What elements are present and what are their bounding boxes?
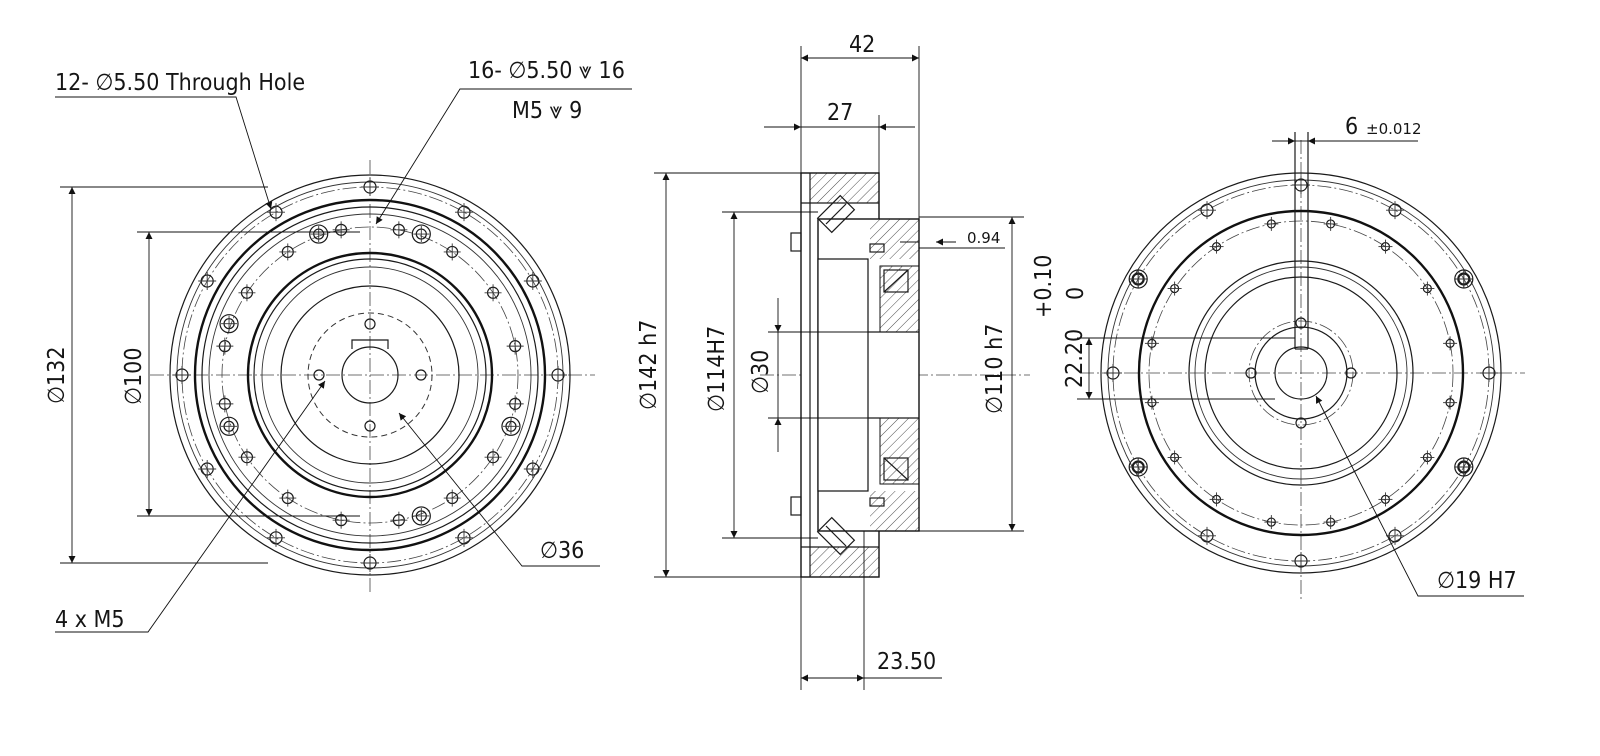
- m5-hole: [364, 318, 376, 330]
- bolt-head: [411, 224, 431, 244]
- key-depth-label: 22.20: [1062, 329, 1088, 388]
- front-bore: [341, 346, 399, 404]
- bolt-circle-inner: [221, 226, 519, 524]
- bolt-head: [219, 314, 239, 334]
- front-view: [55, 88, 632, 633]
- key-width-label: 6: [1345, 114, 1358, 140]
- counterbore-label: 16- ∅5.50 ⩔ 16: [468, 58, 625, 84]
- m5-hole: [313, 369, 325, 381]
- bolt-head: [501, 416, 521, 436]
- width-23-50-label: 23.50: [877, 649, 936, 675]
- m5-hole: [415, 369, 427, 381]
- bolt-head: [411, 506, 431, 526]
- bolt-head: [1454, 457, 1474, 477]
- dia-132-label: ∅132: [44, 346, 70, 404]
- section-view: [654, 46, 1030, 690]
- m5-hole: [364, 420, 376, 432]
- dia-30-label: ∅30: [748, 350, 774, 394]
- tolerance-lower-label: 0: [1063, 287, 1089, 300]
- outer-flange-edge: [169, 174, 571, 576]
- width-27-label: 27: [827, 100, 853, 126]
- bolt-head: [1128, 269, 1148, 289]
- bolt-head: [309, 224, 329, 244]
- through-hole-label: 12- ∅5.50 Through Hole: [55, 70, 305, 96]
- bore-label: ∅19 H7: [1437, 568, 1517, 594]
- dia-114-label: ∅114H7: [704, 326, 730, 412]
- thread-depth-label: M5 ⩔ 9: [512, 98, 582, 124]
- tolerance-upper-label: +0.10: [1031, 255, 1057, 318]
- rear-view: [1077, 132, 1525, 600]
- gap-0-94-label: 0.94: [967, 229, 1000, 247]
- width-42-label: 42: [849, 32, 875, 58]
- dia-100-label: ∅100: [121, 347, 147, 405]
- bolt-head: [219, 416, 239, 436]
- bolt-head: [1128, 457, 1148, 477]
- bolt-head: [1454, 269, 1474, 289]
- rear-bore: [1274, 346, 1328, 400]
- dia-142-label: ∅142 h7: [636, 320, 662, 410]
- key-tolerance-label: ±0.012: [1366, 120, 1422, 138]
- dia-36-label: ∅36: [540, 538, 584, 564]
- tapped-holes-label: 4 x M5: [55, 607, 125, 633]
- rear-outer-edge: [1100, 172, 1502, 574]
- dia-110-label: ∅110 h7: [982, 324, 1008, 414]
